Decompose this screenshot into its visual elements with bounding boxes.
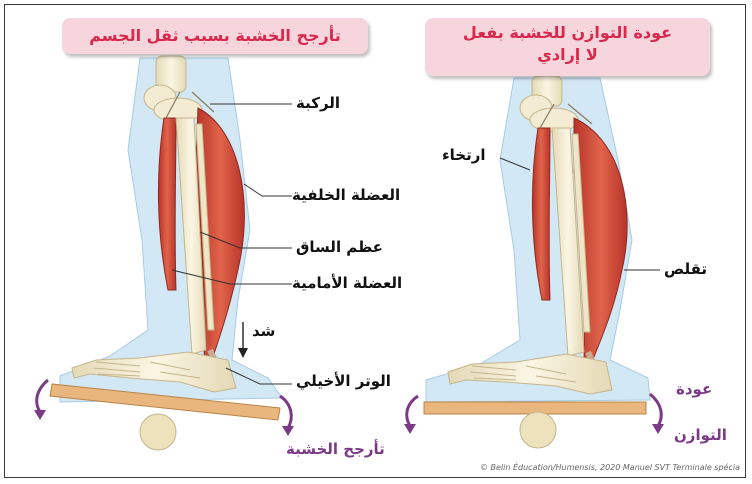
left-leg (34, 56, 294, 450)
leader-posterior (244, 184, 292, 196)
copyright-credit: © Belin Éducation/Humensis, 2020 Manuel … (480, 463, 740, 472)
banner-right-line1: عودة التوازن للخشبة بفعل (425, 22, 710, 44)
label-contraction: تقلص (664, 260, 707, 278)
left-swing-arrow-left (37, 380, 48, 412)
label-leg-bone: عظم الساق (296, 238, 383, 256)
right-return-arrow-left (407, 396, 418, 426)
left-swing-arrow-right (280, 396, 291, 428)
banner-board-swing: تأرجح الخشبة بسبب ثقل الجسم (62, 18, 368, 54)
banner-left-text: تأرجح الخشبة بسبب ثقل الجسم (89, 26, 341, 45)
label-pull: شد (252, 322, 275, 340)
banner-right-line2: لا إرادي (425, 44, 710, 66)
right-leg (404, 76, 664, 448)
banner-balance-return: عودة التوازن للخشبة بفعل لا إرادي (425, 18, 710, 76)
label-board-swing: تأرجح الخشبة (286, 440, 385, 458)
label-achilles-tendon: الوتر الأخيلي (296, 372, 391, 390)
right-return-arrow-right (650, 394, 661, 426)
left-pivot (140, 414, 176, 450)
label-return-2: التوازن (674, 426, 727, 444)
label-anterior-muscle: العضلة الأمامية (292, 274, 402, 292)
label-posterior-muscle: العضلة الخلفية (292, 186, 400, 204)
label-return-1: عودة (676, 380, 712, 398)
label-knee: الركبة (296, 94, 340, 112)
right-pivot (520, 412, 556, 448)
label-relaxation: ارتخاء (442, 146, 486, 164)
